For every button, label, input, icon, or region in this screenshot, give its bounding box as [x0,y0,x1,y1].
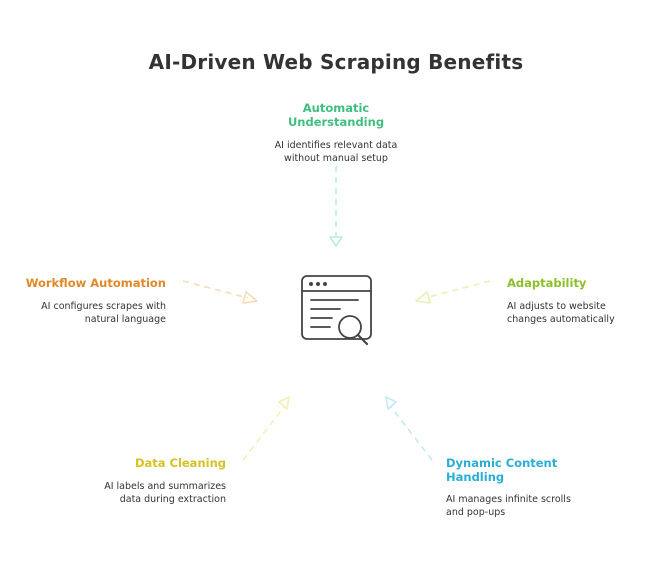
arrow-workflow [182,280,258,304]
arrow-adaptability [415,280,491,304]
workflow-automation-title: Workflow Automation [25,276,166,290]
browser-search-icon [301,275,372,346]
automatic-understanding-title: Automatic Understanding [236,101,436,129]
arrow-automatic [329,166,343,247]
cleaning-desc-line2: data during extraction [119,494,226,505]
adaptability-desc: AI adjusts to website changes automatica… [507,300,657,326]
dynamic-desc-line1: AI manages infinite scrolls [446,494,571,505]
automatic-desc-line1: AI identifies relevant data [274,140,398,151]
arrow-cleaning [242,396,290,461]
dynamic-title-line2: Handling [446,470,505,484]
adaptability-title: Adaptability [507,276,587,290]
adaptability-desc-line2: changes automatically [507,314,615,325]
automatic-title-line2: Understanding [287,115,385,129]
cleaning-desc-line1: AI labels and summarizes [104,481,226,492]
data-cleaning-title: Data Cleaning [134,456,226,470]
workflow-desc-line1: AI configures scrapes with [41,301,166,312]
workflow-automation-desc: AI configures scrapes with natural langu… [16,300,166,326]
data-cleaning-desc: AI labels and summarizes data during ext… [76,480,226,506]
automatic-desc-line2: without manual setup [284,153,388,164]
dynamic-content-desc: AI manages infinite scrolls and pop-ups [446,493,626,519]
diagram-title: AI-Driven Web Scraping Benefits [148,50,524,74]
dynamic-title-line1: Dynamic Content [446,456,558,470]
dynamic-content-title: Dynamic Content Handling [446,456,626,484]
arrow-dynamic [385,396,433,461]
workflow-desc-line2: natural language [84,314,166,325]
automatic-title-line1: Automatic [302,101,370,115]
adaptability-desc-line1: AI adjusts to website [507,301,606,312]
dynamic-desc-line2: and pop-ups [446,507,506,518]
automatic-understanding-desc: AI identifies relevant data without manu… [226,139,446,165]
